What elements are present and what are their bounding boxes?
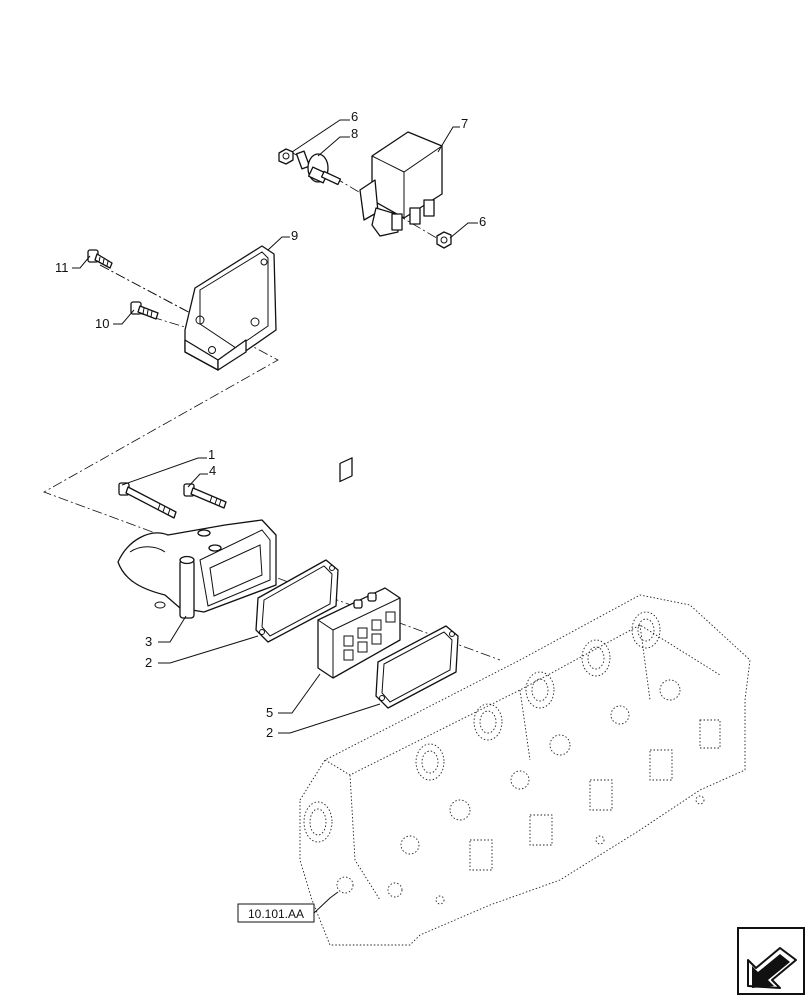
part-6-nut-top [278,148,294,165]
reference-label[interactable]: 10.101.AA [248,907,304,921]
assembly-axis-lines [43,149,501,661]
callout-7: 7 [437,116,468,153]
callout-5-label: 5 [266,705,273,720]
callout-10: 10 [95,309,135,331]
callout-2-first-label: 2 [145,655,152,670]
callout-2-first: 2 [145,635,259,670]
callout-2-second-label: 2 [266,725,273,740]
callout-8: 8 [317,126,358,157]
callout-10-label: 10 [95,316,109,331]
reference-callout[interactable]: 10.101.AA [237,891,339,923]
part-9-bracket [184,245,277,371]
part-7-relay [359,131,443,237]
part-5-heater-module [317,457,401,679]
part-11-screw [87,249,113,269]
callout-2-second: 2 [266,703,381,740]
callout-7-label: 7 [461,116,468,131]
callout-11-label: 11 [55,260,69,275]
callout-6-bottom: 6 [449,214,486,239]
part-8-mount [295,150,342,186]
callout-6-top: 6 [291,109,358,153]
callout-4-label: 4 [209,463,216,478]
callout-9: 9 [267,228,298,251]
cylinder-head-outline [299,594,751,946]
callout-3: 3 [145,615,187,649]
part-6-nut-bottom [436,231,452,249]
part-4-bolt [183,483,227,509]
callout-1: 1 [121,447,215,486]
part-10-screw [130,301,159,320]
callout-1-label: 1 [208,447,215,462]
callout-6-bottom-label: 6 [479,214,486,229]
callout-5: 5 [266,673,321,720]
part-2-gasket-2 [375,625,459,709]
callout-3-label: 3 [145,634,152,649]
part-2-gasket-1 [255,559,339,643]
callout-6-top-label: 6 [351,109,358,124]
callout-4: 4 [187,463,216,488]
callout-8-label: 8 [351,126,358,141]
part-1-long-bolt [118,482,177,519]
callout-9-label: 9 [291,228,298,243]
next-page-arrow-icon[interactable] [737,927,805,995]
callout-11: 11 [55,255,91,275]
part-3-intake-elbow [117,519,277,619]
